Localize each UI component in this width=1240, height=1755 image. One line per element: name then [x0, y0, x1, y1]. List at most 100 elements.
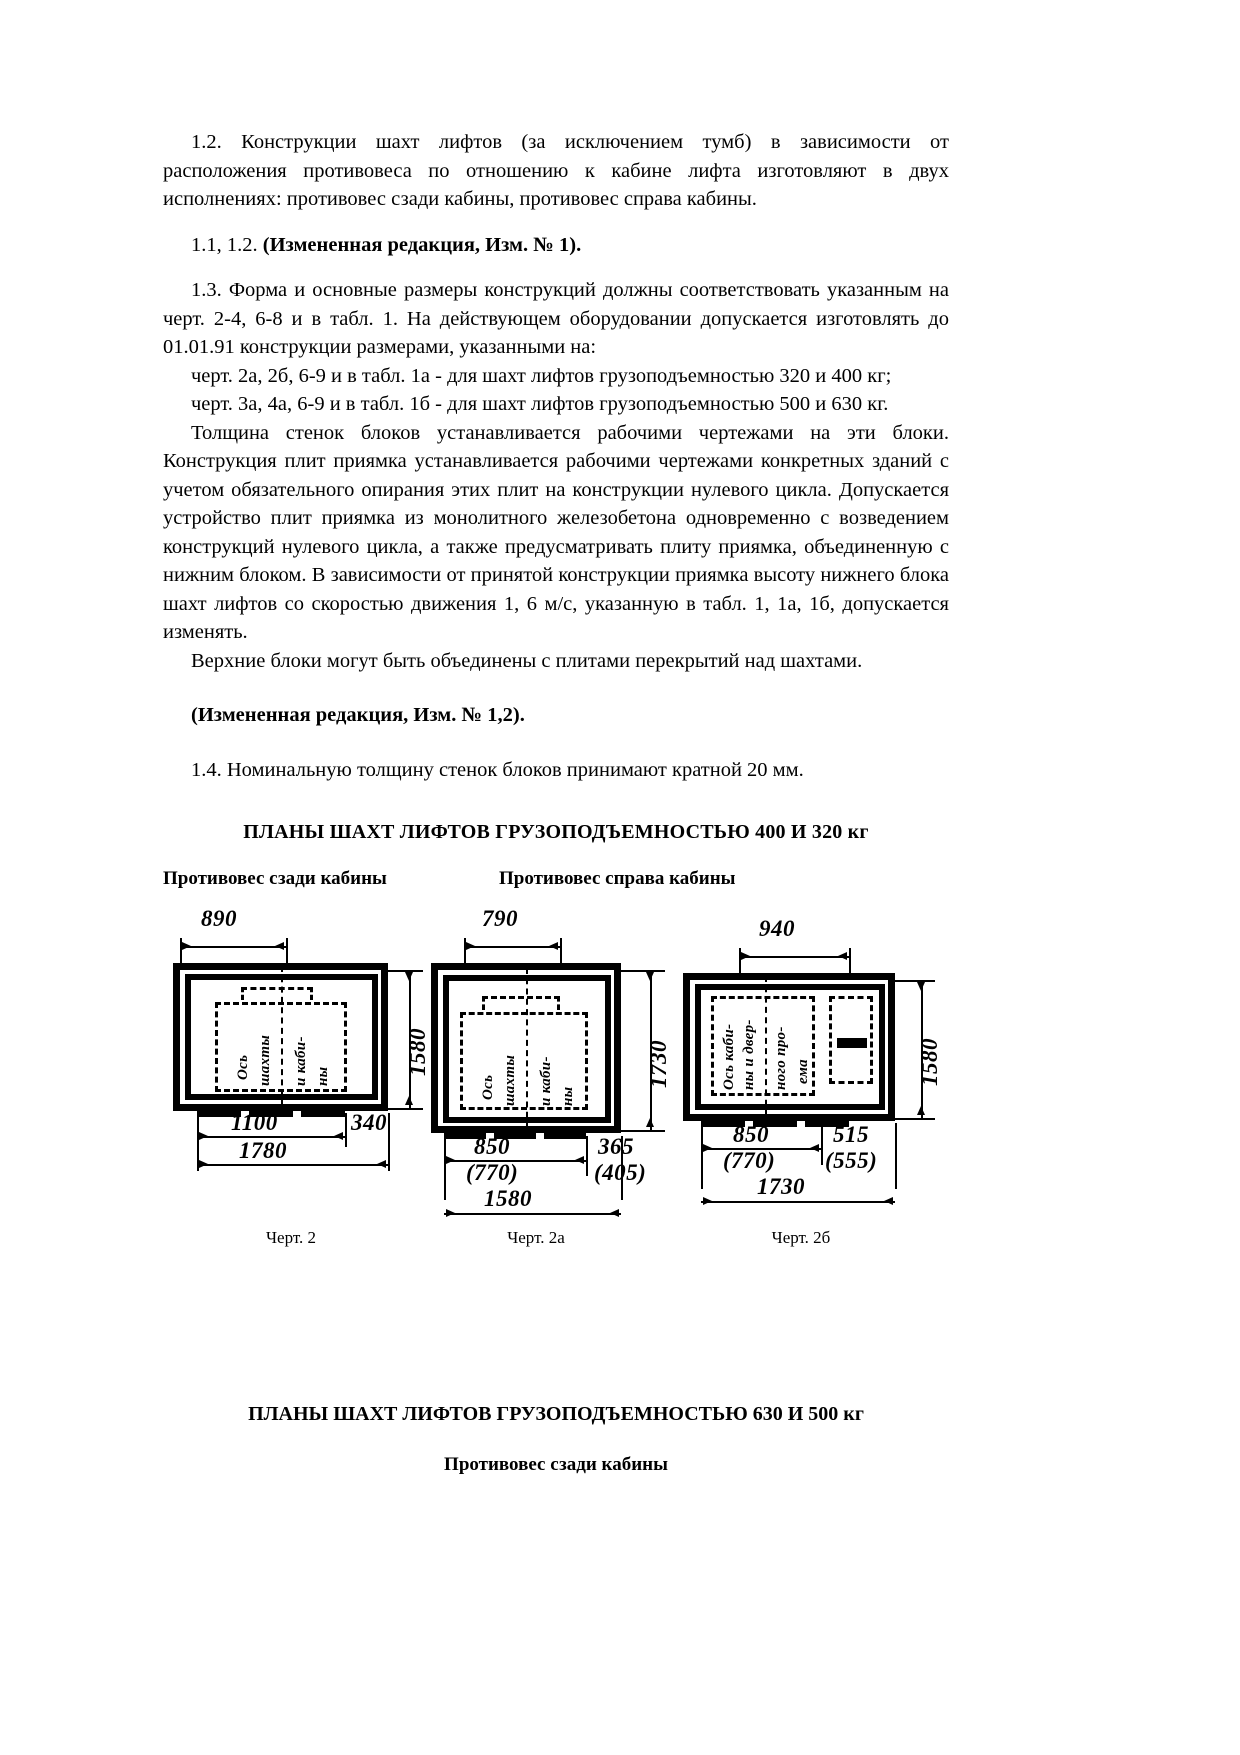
fig2-door-block-right: [301, 1104, 345, 1117]
fig2b-axis-label-1: Ось каби-: [721, 1023, 737, 1090]
fig2a-axis-label-2: шахты: [502, 1054, 518, 1106]
subtitle-counterweight-behind-2: Противовес сзади кабины: [444, 1454, 668, 1475]
figure-chert-2a: 790 Ось шахты и каби- ны: [428, 906, 683, 1308]
fig2b-dim-ext-2: [821, 1123, 823, 1165]
fig2b-right-arrowhead-bottom: [917, 1106, 925, 1115]
fig2b-ext-line-left: [739, 948, 741, 982]
page-content: 1.2. Конструкции шахт лифтов (за исключе…: [163, 128, 949, 1478]
fig2b-bottom-dimension-1-paren: (770): [723, 1148, 776, 1173]
spacer: [163, 730, 949, 756]
spacer: [163, 1428, 949, 1452]
fig2-counterweight-outline: [241, 987, 313, 1000]
fig2b-dim-ext-1: [701, 1123, 703, 1189]
paragraph-1-3-continued: Толщина стенок блоков устанавливается ра…: [163, 421, 949, 644]
fig2a-ext-line-left: [464, 938, 466, 970]
fig2b-ext-line-bottom-right: [895, 1118, 935, 1120]
spacer: [163, 259, 949, 276]
fig2-bd1-arrowhead-right: [334, 1132, 343, 1140]
note-bold-text: (Измененная редакция, Изм. № 1).: [262, 233, 582, 256]
spacer: [163, 784, 949, 818]
fig2a-bottom-dimension-1: 850: [474, 1134, 510, 1159]
fig2a-right-dim-arrow: [650, 970, 652, 1130]
fig2a-axis-label-3: и каби-: [538, 1056, 554, 1106]
fig2b-axis-label-3: ного про-: [773, 1026, 789, 1090]
note-1-1-1-2: 1.1, 1.2. (Измененная редакция, Изм. № 1…: [163, 231, 949, 260]
fig2b-vertical-centerline: [765, 976, 767, 1116]
fig2b-total-arrowhead-left: [703, 1197, 712, 1205]
fig2b-cabin-outline: [711, 996, 815, 1096]
fig2-bottom-dimension-2: 340: [351, 1110, 387, 1135]
paragraph-1-3: 1.3. Форма и основные размеры конструкци…: [163, 279, 949, 358]
fig2a-bd-arrowhead-right: [575, 1156, 584, 1164]
paragraph-1-3-item-1: черт. 2а, 2б, 6-9 и в табл. 1а - для шах…: [191, 364, 892, 387]
paragraph-1-4: 1.4. Номинальную толщину стенок блоков п…: [191, 758, 804, 781]
fig2-caption: Черт. 2: [265, 1228, 317, 1247]
fig2b-counterweight-outline: [829, 996, 873, 1084]
fig2b-top-dimension: 940: [759, 916, 795, 941]
section-title-plans-630-500: ПЛАНЫ ШАХТ ЛИФТОВ ГРУЗОПОДЪЕМНОСТЬЮ 630 …: [248, 1403, 864, 1425]
subtitle-counterweight-right: Противовес справа кабины: [499, 868, 736, 889]
fig2b-right-arrowhead-top: [917, 982, 925, 991]
subtitle-counterweight-behind: Противовес сзади кабины: [163, 868, 387, 889]
fig2-dim-ext-1: [197, 1113, 199, 1171]
fig2a-ext-line-right: [560, 938, 562, 970]
fig2a-right-dimension: 1730: [646, 1040, 671, 1088]
fig2a-bottom-dimension-2: 365: [598, 1134, 634, 1159]
fig2a-cabin-outline: [460, 1012, 588, 1110]
fig2-top-dim-arrow: [180, 946, 286, 948]
fig2a-counterweight-outline: [482, 996, 560, 1010]
fig2-axis-label-2: шахты: [257, 1034, 273, 1086]
fig2b-top-arrowhead-right: [838, 952, 847, 960]
fig2-top-arrowhead-right: [275, 942, 284, 950]
fig2-axis-label-4: ны: [315, 1066, 331, 1086]
fig2b-caption: Черт. 2б: [771, 1228, 831, 1247]
fig2a-caption: Черт. 2а: [507, 1228, 565, 1247]
fig2b-ext-line-top-right: [895, 980, 935, 982]
fig2a-axis-label-1: Ось: [480, 1074, 496, 1100]
fig2-bottom-dimension-1: 1100: [231, 1110, 278, 1135]
fig2-total-dimension: 1780: [239, 1138, 287, 1163]
fig2b-bottom-dimension-2: 515: [833, 1122, 869, 1147]
fig2a-bottom-dimension-2-paren: (405): [594, 1160, 647, 1185]
fig2b-door-block-center: [753, 1114, 797, 1127]
fig2a-vertical-centerline: [526, 968, 528, 1128]
figure-subtitles-row: Противовес сзади кабины Противовес справ…: [163, 866, 949, 892]
fig2-door-block-center: [249, 1104, 293, 1117]
fig2b-bd-arrowhead-right: [810, 1144, 819, 1152]
fig2a-total-dimension: 1580: [484, 1186, 532, 1211]
fig2-door-block-left: [197, 1104, 241, 1117]
fig2-total-dim-arrow: [197, 1164, 388, 1166]
note-1-2: (Измененная редакция, Изм. № 1,2).: [163, 701, 949, 730]
fig2a-ext-line-top-right: [621, 970, 665, 972]
fig2b-right-dim-arrow: [921, 980, 923, 1118]
paragraph-1-2: 1.2. Конструкции шахт лифтов (за исключе…: [163, 131, 949, 210]
fig2-top-dimension: 890: [201, 906, 237, 931]
fig2b-door-block-left: [701, 1114, 745, 1127]
fig2-axis-label-1: Ось: [235, 1054, 251, 1080]
fig2-ext-line-top-right: [388, 970, 423, 972]
fig2a-top-arrowhead-left: [466, 942, 475, 950]
section-title-plans-400-320: ПЛАНЫ ШАХТ ЛИФТОВ ГРУЗОПОДЪЕМНОСТЬЮ 400 …: [243, 821, 869, 843]
fig2b-top-arrowhead-left: [741, 952, 750, 960]
fig2b-door-block-right: [805, 1114, 849, 1127]
fig2a-right-arrowhead-bottom: [646, 1118, 654, 1127]
fig2a-door-block-right: [544, 1126, 586, 1139]
fig2a-total-dim-arrow: [444, 1213, 621, 1215]
fig2-right-dim-arrow: [409, 970, 411, 1108]
note-number: 1.1, 1.2.: [191, 233, 263, 256]
spacer: [163, 675, 949, 701]
fig2b-bottom-dimension-1: 850: [733, 1122, 769, 1147]
fig2a-ext-line-bottom-right: [621, 1130, 665, 1132]
fig2-ext-line-left: [180, 938, 182, 970]
fig2-top-arrowhead-left: [182, 942, 191, 950]
fig2-right-arrowhead-bottom: [405, 1096, 413, 1105]
fig2b-total-dim-arrow: [701, 1201, 895, 1203]
spacer: [163, 214, 949, 231]
fig2a-door-block-left: [444, 1126, 486, 1139]
fig2a-bd-arrowhead-left: [446, 1156, 455, 1164]
fig2-right-arrowhead-top: [405, 972, 413, 981]
fig2-total-arrowhead-left: [199, 1160, 208, 1168]
fig2a-top-dim-arrow: [464, 946, 560, 948]
figures-row: 890 Ось шахты и каби- ны: [163, 906, 949, 1308]
